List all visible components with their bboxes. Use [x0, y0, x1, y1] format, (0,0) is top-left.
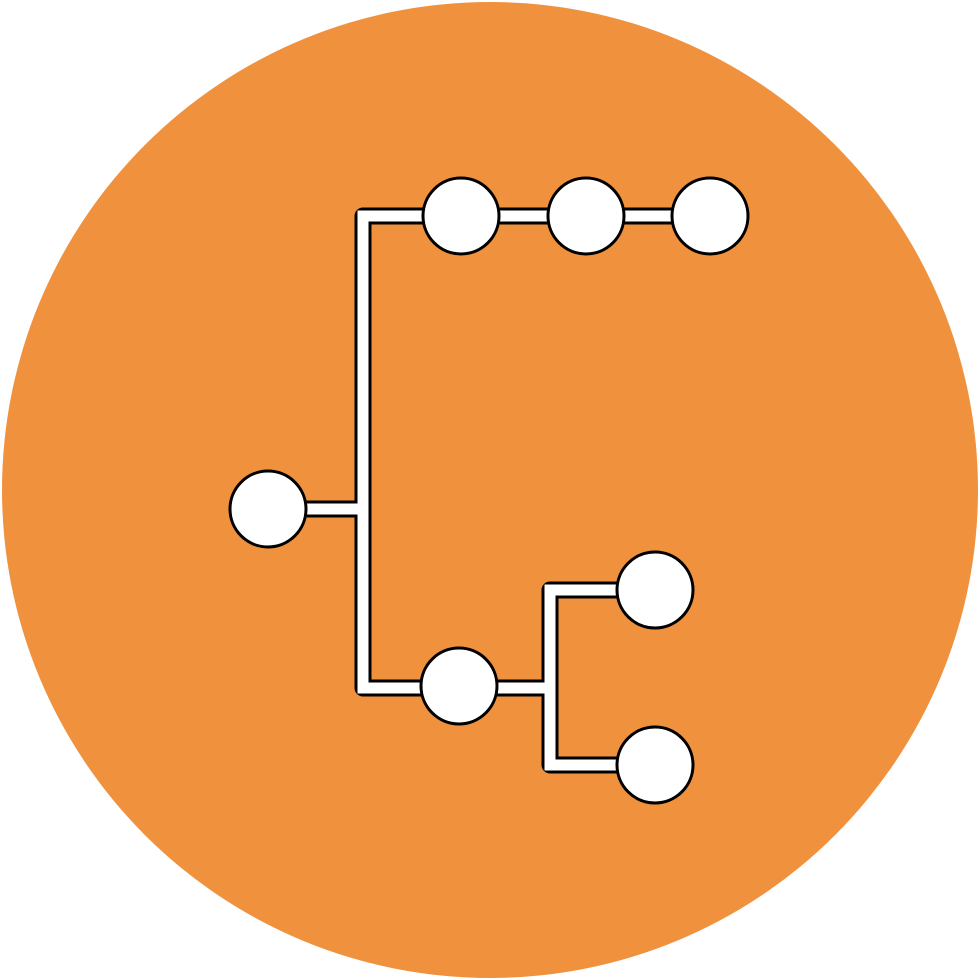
- top-branch-node-2: [546, 176, 626, 256]
- top-branch-node-3: [670, 176, 750, 256]
- bottom-child-node-upper: [615, 550, 695, 630]
- bottom-child-node-lower: [615, 725, 695, 805]
- bottom-branch-node: [419, 646, 499, 726]
- top-branch-node-1: [421, 176, 501, 256]
- tree-nodes: [228, 176, 750, 805]
- root-node: [228, 469, 308, 549]
